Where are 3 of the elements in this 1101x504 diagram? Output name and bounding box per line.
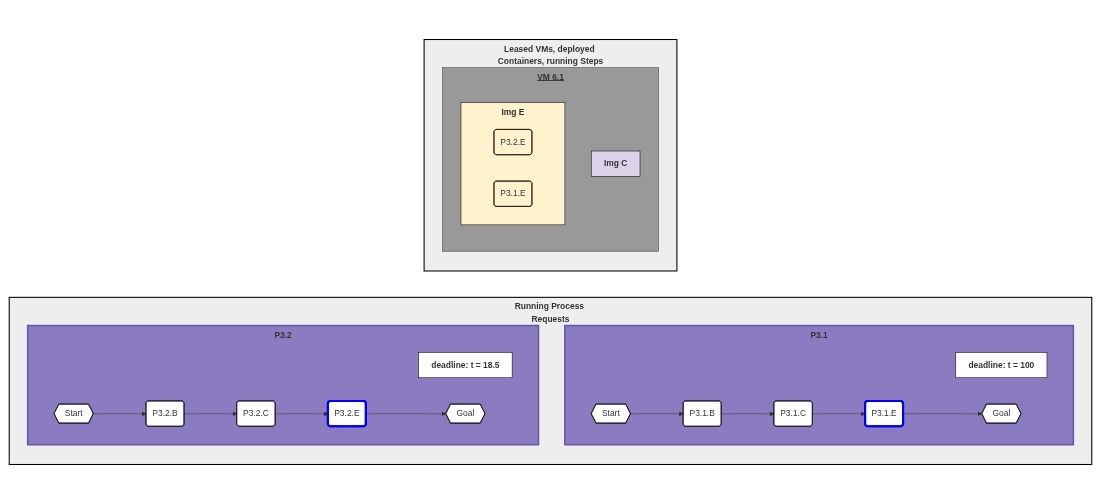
node-box: Img C: [591, 150, 641, 177]
node-box: deadline: t = 18.5: [418, 352, 513, 378]
node-box: deadline: t = 100: [955, 352, 1048, 378]
